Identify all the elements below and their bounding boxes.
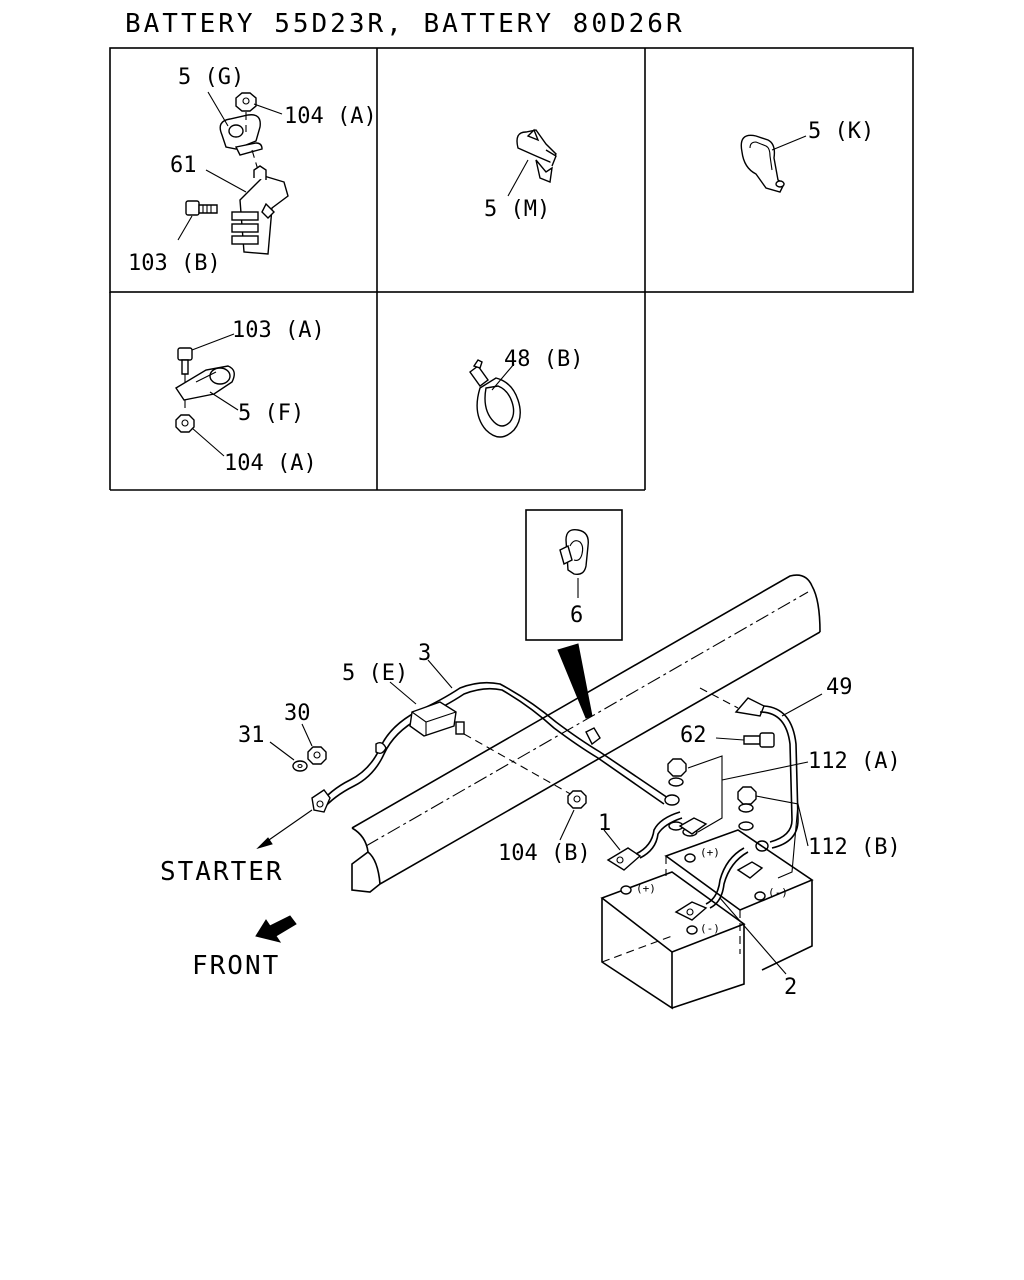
clip-k-drawing: [740, 134, 785, 193]
battery-rear: [664, 829, 814, 971]
inset-band-48b: 48 (B): [469, 347, 583, 438]
bracket-61-drawing: [231, 165, 289, 255]
diagram-title: BATTERY 55D23R, BATTERY 80D26R: [125, 9, 685, 39]
label-103a: 103 (A): [232, 318, 325, 343]
clip-6-drawing: [559, 529, 589, 576]
label-103b: 103 (B): [128, 251, 221, 276]
starter-label: STARTER: [160, 857, 284, 887]
label-104b: 104 (B): [498, 841, 591, 866]
inset-grid: [109, 47, 914, 491]
label-30: 30: [284, 701, 311, 726]
label-2: 2: [784, 975, 797, 1000]
cable-2: [674, 847, 764, 921]
label-6: 6: [570, 603, 583, 628]
label-61: 61: [170, 153, 197, 178]
cable-1: [606, 811, 708, 871]
cable-3: [311, 681, 680, 813]
nut-104a-drawing: [235, 92, 257, 112]
front-arrow-icon: [255, 915, 297, 943]
nuts-112a: [667, 758, 698, 837]
front-label: FRONT: [192, 951, 280, 981]
inset-clip-k: 5 (K): [740, 119, 874, 193]
terminal-pos-rear: (+): [700, 846, 720, 859]
label-62: 62: [680, 723, 707, 748]
battery-front: [600, 871, 746, 1010]
label-5k: 5 (K): [808, 119, 874, 144]
label-104a-bottom: 104 (A): [224, 451, 317, 476]
label-1: 1: [598, 811, 611, 836]
nut-30: [307, 746, 327, 765]
washer-31: [292, 760, 308, 772]
nut-104b: [567, 790, 587, 809]
bolt-103a-drawing: [177, 347, 193, 375]
bolt-62: [743, 732, 775, 748]
clip-m-drawing: [516, 128, 557, 183]
label-31: 31: [238, 723, 265, 748]
label-104a-top: 104 (A): [284, 104, 377, 129]
label-112a: 112 (A): [808, 749, 901, 774]
label-112b: 112 (B): [808, 835, 901, 860]
frame-rail: [351, 574, 821, 893]
nut-104a-bottom-drawing: [175, 414, 195, 433]
nuts-112b: [737, 786, 757, 831]
clip-5e: [409, 701, 465, 737]
label-3: 3: [418, 641, 431, 666]
label-5m: 5 (M): [484, 197, 550, 222]
clip-f-drawing: [175, 365, 235, 401]
terminal-neg-rear: (-): [768, 886, 788, 899]
inset-clip-m: 5 (M): [484, 128, 557, 222]
band-48b-drawing: [469, 359, 521, 438]
clip-g-drawing: [219, 114, 263, 156]
label-48b: 48 (B): [504, 347, 583, 372]
label-5e: 5 (E): [342, 661, 408, 686]
inset-clip-g: 5 (G) 104 (A) 61 103 (B): [128, 65, 377, 276]
terminal-pos-front: (+): [636, 882, 656, 895]
inset-clip-6: 6: [525, 509, 623, 641]
terminal-neg-front: (-): [700, 922, 720, 935]
label-5f: 5 (F): [238, 401, 304, 426]
bolt-103b-drawing: [185, 200, 218, 216]
inset-clip-f: 103 (A) 5 (F) 104 (A): [175, 318, 325, 476]
label-5g: 5 (G): [178, 65, 244, 90]
label-49: 49: [826, 675, 853, 700]
